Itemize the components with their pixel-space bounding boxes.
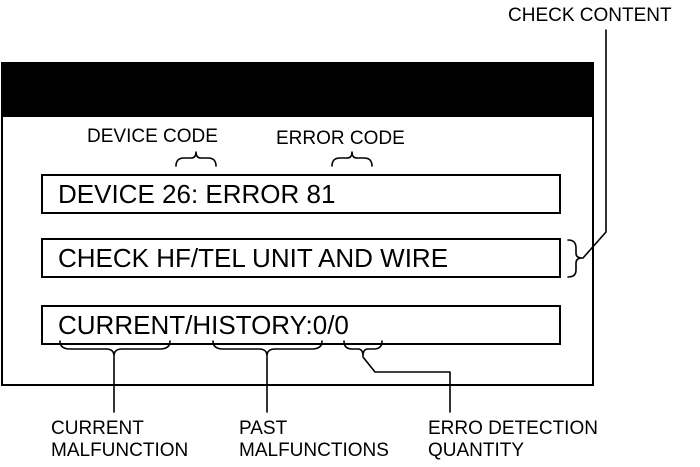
erro-detection-quantity-label: ERRO DETECTION QUANTITY bbox=[428, 418, 598, 462]
check-content-label: CHECK CONTENT bbox=[508, 5, 672, 26]
past-malfunctions-label-line1: PAST bbox=[239, 418, 288, 439]
current-malfunction-label-line1: CURRENT bbox=[51, 418, 144, 439]
error-code-label: ERROR CODE bbox=[276, 128, 405, 149]
check-content-leader bbox=[582, 29, 607, 259]
erro-detection-brace bbox=[343, 340, 383, 357]
past-malfunctions-label: PAST MALFUNCTIONS bbox=[239, 418, 389, 462]
check-content-brace bbox=[567, 239, 583, 278]
current-history-line: CURRENT/HISTORY:0/0 bbox=[41, 305, 561, 345]
device-error-line: DEVICE 26: ERROR 81 bbox=[41, 174, 561, 214]
display-title-bar bbox=[1, 62, 594, 117]
current-malfunction-label: CURRENT MALFUNCTION bbox=[51, 418, 188, 462]
erro-detection-quantity-label-line1: ERRO DETECTION bbox=[428, 418, 598, 439]
current-malfunction-brace bbox=[59, 340, 171, 357]
erro-detection-quantity-label-line2: QUANTITY bbox=[428, 440, 525, 461]
past-malfunctions-brace bbox=[212, 340, 323, 357]
current-malfunction-label-line2: MALFUNCTION bbox=[51, 440, 189, 461]
past-malfunctions-label-line2: MALFUNCTIONS bbox=[239, 440, 389, 461]
check-content-line: CHECK HF/TEL UNIT AND WIRE bbox=[41, 238, 561, 278]
device-code-brace bbox=[175, 151, 217, 167]
error-code-brace bbox=[331, 151, 373, 167]
device-code-label: DEVICE CODE bbox=[87, 126, 218, 147]
erro-detection-leader bbox=[362, 356, 451, 413]
